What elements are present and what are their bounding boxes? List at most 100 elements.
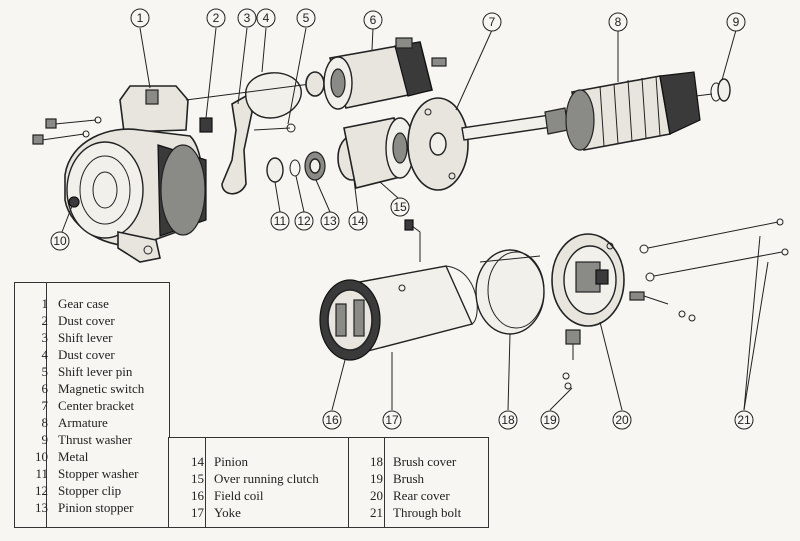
callout-15: 15 [390, 197, 410, 217]
legend-divider-left [46, 282, 47, 528]
callout-circle [256, 8, 276, 28]
callout-number: 15 [393, 200, 407, 214]
callout-13: 13 [320, 211, 340, 231]
legend-number: 12 [35, 483, 48, 498]
center-bracket [407, 97, 469, 191]
legend-label: Metal [58, 449, 89, 464]
stopper-clip [289, 159, 301, 177]
legend-divider-far [384, 437, 385, 528]
brush-lead [629, 291, 645, 301]
callout-5: 5 [296, 8, 316, 28]
callout-number: 21 [737, 413, 751, 427]
legend-number: 14 [191, 454, 204, 469]
brush [562, 329, 581, 390]
callout-number: 16 [325, 413, 339, 427]
callout-circle [130, 8, 150, 28]
legend-label: Pinion [214, 454, 248, 469]
legend-number: 4 [41, 347, 49, 362]
magnetic-switch [185, 37, 447, 110]
dust-cover-gasket [245, 72, 302, 119]
legend-number: 15 [191, 471, 204, 486]
callout-1: 1 [130, 8, 150, 28]
legend-label: Brush [393, 471, 425, 486]
pinion-stopper [304, 151, 326, 181]
bolt-upper [45, 116, 102, 129]
legend-box-left [14, 282, 170, 528]
pinion-and-clutch [337, 117, 415, 189]
callout-number: 2 [213, 11, 220, 25]
callout-9: 9 [726, 12, 746, 32]
callout-circle [612, 410, 632, 430]
callout-circle [296, 8, 316, 28]
legend-label: Stopper washer [58, 466, 139, 481]
legend-number: 1 [41, 296, 49, 311]
callout-circle [382, 410, 402, 430]
callout-circle [498, 410, 518, 430]
legend-number: 3 [41, 330, 49, 345]
callout-number: 12 [297, 214, 311, 228]
stopper-washer [266, 157, 284, 183]
armature [461, 71, 713, 151]
legend-label: Dust cover [58, 347, 115, 362]
callout-number: 6 [370, 13, 377, 27]
callout-8: 8 [608, 12, 628, 32]
legend-number: 6 [41, 381, 49, 396]
rear-cover [551, 233, 625, 327]
legend-number: 18 [370, 454, 383, 469]
callout-circle [206, 8, 226, 28]
legend-number: 5 [41, 364, 49, 379]
callout-19: 19 [540, 410, 560, 430]
callout-circle [237, 8, 257, 28]
callout-20: 20 [612, 410, 632, 430]
callout-3: 3 [237, 8, 257, 28]
legend-label: Pinion stopper [58, 500, 134, 515]
brush-cover [475, 249, 545, 335]
legend-label: Yoke [214, 505, 241, 520]
callout-circle [726, 12, 746, 32]
callout-circle [322, 410, 342, 430]
callout-number: 7 [489, 15, 496, 29]
legend-label: Armature [58, 415, 108, 430]
callout-17: 17 [382, 410, 402, 430]
legend-number: 20 [370, 488, 383, 503]
callout-number: 5 [303, 11, 310, 25]
legend-label: Shift lever pin [58, 364, 133, 379]
legend-label: Gear case [58, 296, 109, 311]
callout-number: 4 [263, 11, 270, 25]
legend-number: 11 [35, 466, 48, 481]
gear-case [64, 85, 207, 263]
legend-label: Through bolt [393, 505, 462, 520]
callout-circle [270, 211, 290, 231]
callout-circle [608, 12, 628, 32]
legend-label: Stopper clip [58, 483, 122, 498]
callout-number: 13 [323, 214, 337, 228]
legend-number: 13 [35, 500, 48, 515]
callout-18: 18 [498, 410, 518, 430]
shift-lever-pin [253, 123, 296, 133]
callout-number: 14 [351, 214, 365, 228]
callout-circle [482, 12, 502, 32]
legend-number: 21 [370, 505, 383, 520]
callout-4: 4 [256, 8, 276, 28]
callout-number: 11 [274, 214, 287, 228]
callout-16: 16 [322, 410, 342, 430]
legend-label: Brush cover [393, 454, 457, 469]
callout-circle [540, 410, 560, 430]
legend-number: 7 [41, 398, 49, 413]
legend-number: 9 [41, 432, 49, 447]
legend-label: Field coil [214, 488, 264, 503]
legend-number: 10 [35, 449, 48, 464]
callout-circle [363, 10, 383, 30]
legend-divider-right [348, 437, 349, 528]
callout-number: 10 [53, 234, 67, 248]
yoke [319, 219, 478, 361]
thrust-washer [710, 78, 731, 102]
callout-21: 21 [734, 410, 754, 430]
callout-number: 1 [137, 11, 144, 25]
legend-divider-mid [205, 437, 206, 528]
callout-number: 9 [733, 15, 740, 29]
legend-label: Rear cover [393, 488, 450, 503]
legend-label: Thrust washer [58, 432, 133, 447]
